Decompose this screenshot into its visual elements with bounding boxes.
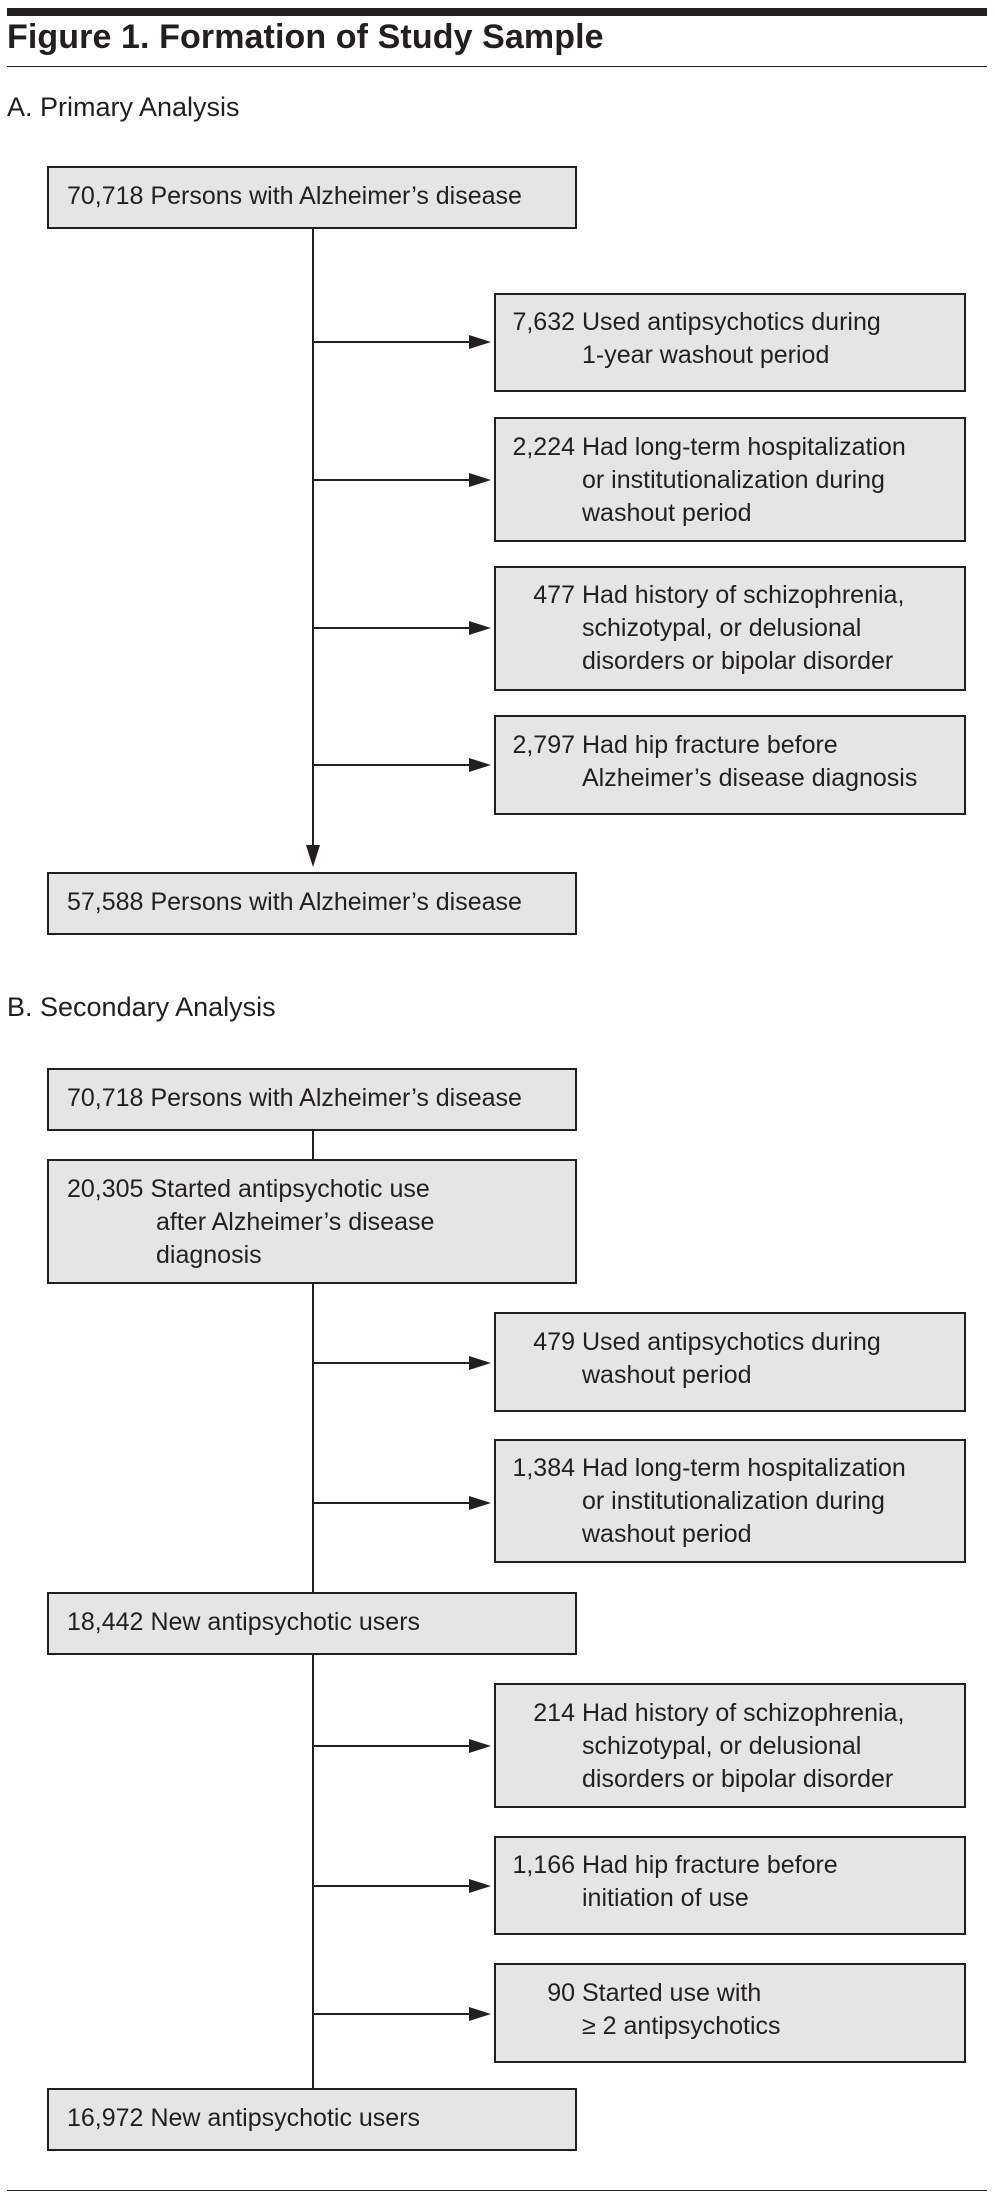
- primary-start-count: 70,718: [67, 182, 144, 210]
- started-line: diagnosis: [156, 1241, 262, 1269]
- started-line: after Alzheimer’s disease: [156, 1208, 435, 1236]
- secondary-started-box: 20,305 Started antipsychotic use after A…: [47, 1159, 577, 1284]
- secondary-branch-4: [313, 1885, 469, 1887]
- secondary-arrow-2: [469, 1496, 491, 1510]
- figure-title: Figure 1. Formation of Study Sample: [7, 18, 604, 56]
- exclusion-line: Had hip fracture before: [582, 1851, 838, 1879]
- secondary-exclusion-box: 1,384 Had long-term hospitalization or i…: [494, 1439, 966, 1563]
- intermediate-label: New antipsychotic users: [150, 1608, 421, 1636]
- secondary-branch-3: [313, 1745, 469, 1747]
- primary-arrow-2: [469, 473, 491, 487]
- secondary-arrow-1: [469, 1356, 491, 1370]
- primary-final-label: Persons with Alzheimer’s disease: [150, 888, 522, 916]
- exclusion-line: disorders or bipolar disorder: [582, 647, 894, 675]
- exclusion-line: Had hip fracture before: [582, 731, 838, 759]
- secondary-exclusion-box: 214 Had history of schizophrenia, schizo…: [494, 1683, 966, 1808]
- top-rule: [7, 8, 987, 16]
- started-line: Started antipsychotic use: [150, 1175, 430, 1203]
- primary-start-box: 70,718 Persons with Alzheimer’s disease: [47, 166, 577, 229]
- primary-start-label: Persons with Alzheimer’s disease: [150, 182, 522, 210]
- exclusion-count: 1,166: [512, 1851, 575, 1879]
- secondary-start-box: 70,718 Persons with Alzheimer’s disease: [47, 1068, 577, 1131]
- exclusion-line: Had long-term hospitalization: [582, 1454, 906, 1482]
- exclusion-line: initiation of use: [582, 1884, 749, 1912]
- primary-exclusion-box: 477 Had history of schizophrenia, schizo…: [494, 566, 966, 691]
- primary-exclusion-box: 2,797 Had hip fracture before Alzheimer’…: [494, 715, 966, 815]
- secondary-exclusion-box: 1,166 Had hip fracture before initiation…: [494, 1836, 966, 1935]
- exclusion-line: schizotypal, or delusional: [582, 1732, 862, 1760]
- exclusion-count: 7,632: [512, 308, 575, 336]
- primary-analysis-title: A. Primary Analysis: [7, 92, 240, 122]
- started-count: 20,305: [67, 1175, 144, 1203]
- primary-branch-3: [313, 627, 469, 629]
- primary-branch-2: [313, 479, 469, 481]
- exclusion-line: Had long-term hospitalization: [582, 433, 906, 461]
- secondary-analysis-title: B. Secondary Analysis: [7, 992, 276, 1022]
- bottom-rule: [7, 2190, 987, 2191]
- secondary-arrow-4: [469, 1879, 491, 1893]
- exclusion-line: Had history of schizophrenia,: [582, 1699, 905, 1727]
- primary-exclusion-box: 2,224 Had long-term hospitalization or i…: [494, 417, 966, 542]
- exclusion-line: Started use with: [582, 1979, 762, 2007]
- exclusion-line: Used antipsychotics during: [582, 308, 881, 336]
- secondary-arrow-3: [469, 1739, 491, 1753]
- primary-final-count: 57,588: [67, 888, 144, 916]
- primary-arrow-4: [469, 758, 491, 772]
- exclusion-count: 1,384: [512, 1454, 575, 1482]
- primary-main-connector: [312, 229, 314, 845]
- exclusion-line: ≥ 2 antipsychotics: [582, 2012, 781, 2040]
- secondary-branch-1: [313, 1362, 469, 1364]
- secondary-connector-end: [312, 1655, 314, 2090]
- exclusion-count: 214: [533, 1699, 575, 1727]
- secondary-exclusion-box: 90 Started use with ≥ 2 antipsychotics: [494, 1963, 966, 2063]
- exclusion-line: washout period: [582, 1520, 752, 1548]
- exclusion-line: washout period: [582, 499, 752, 527]
- primary-arrow-1: [469, 335, 491, 349]
- secondary-arrow-5: [469, 2007, 491, 2021]
- secondary-connector-start: [312, 1127, 314, 1161]
- exclusion-count: 2,224: [512, 433, 575, 461]
- exclusion-line: schizotypal, or delusional: [582, 614, 862, 642]
- title-underline: [7, 66, 987, 67]
- exclusion-line: or institutionalization during: [582, 1487, 885, 1515]
- primary-branch-1: [313, 341, 469, 343]
- exclusion-count: 90: [547, 1979, 575, 2007]
- exclusion-line: Had history of schizophrenia,: [582, 581, 905, 609]
- primary-arrow-to-final: [306, 845, 320, 867]
- secondary-final-box: 16,972 New antipsychotic users: [47, 2088, 577, 2151]
- primary-final-box: 57,588 Persons with Alzheimer’s disease: [47, 872, 577, 935]
- secondary-start-label: Persons with Alzheimer’s disease: [150, 1084, 522, 1112]
- primary-arrow-3: [469, 621, 491, 635]
- primary-exclusion-box: 7,632 Used antipsychotics during 1-year …: [494, 293, 966, 392]
- secondary-final-label: New antipsychotic users: [150, 2104, 421, 2132]
- secondary-exclusion-box: 479 Used antipsychotics during washout p…: [494, 1312, 966, 1412]
- exclusion-line: 1-year washout period: [582, 341, 830, 369]
- intermediate-count: 18,442: [67, 1608, 144, 1636]
- exclusion-line: or institutionalization during: [582, 466, 885, 494]
- secondary-branch-2: [313, 1502, 469, 1504]
- exclusion-count: 477: [533, 581, 575, 609]
- secondary-branch-5: [313, 2013, 469, 2015]
- secondary-final-count: 16,972: [67, 2104, 144, 2132]
- exclusion-count: 479: [533, 1328, 575, 1356]
- secondary-intermediate-box: 18,442 New antipsychotic users: [47, 1592, 577, 1655]
- secondary-start-count: 70,718: [67, 1084, 144, 1112]
- exclusion-line: disorders or bipolar disorder: [582, 1765, 894, 1793]
- secondary-connector-mid: [312, 1284, 314, 1592]
- exclusion-line: Alzheimer’s disease diagnosis: [582, 764, 918, 792]
- exclusion-count: 2,797: [512, 731, 575, 759]
- exclusion-line: Used antipsychotics during: [582, 1328, 881, 1356]
- primary-branch-4: [313, 764, 469, 766]
- exclusion-line: washout period: [582, 1361, 752, 1389]
